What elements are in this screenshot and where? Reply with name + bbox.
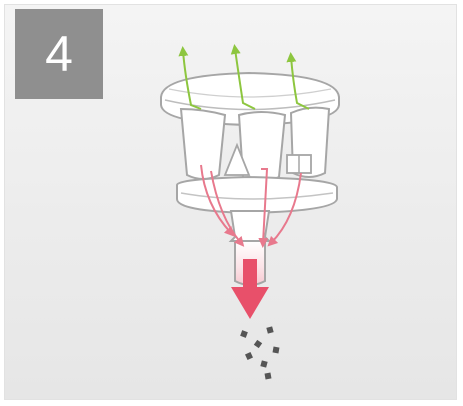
particles-icon: [240, 326, 279, 379]
step-card: 4: [4, 4, 457, 400]
filter-base: [177, 177, 337, 213]
step-number: 4: [45, 26, 73, 82]
step-number-badge: 4: [15, 9, 103, 99]
filter-chambers: [181, 108, 329, 181]
